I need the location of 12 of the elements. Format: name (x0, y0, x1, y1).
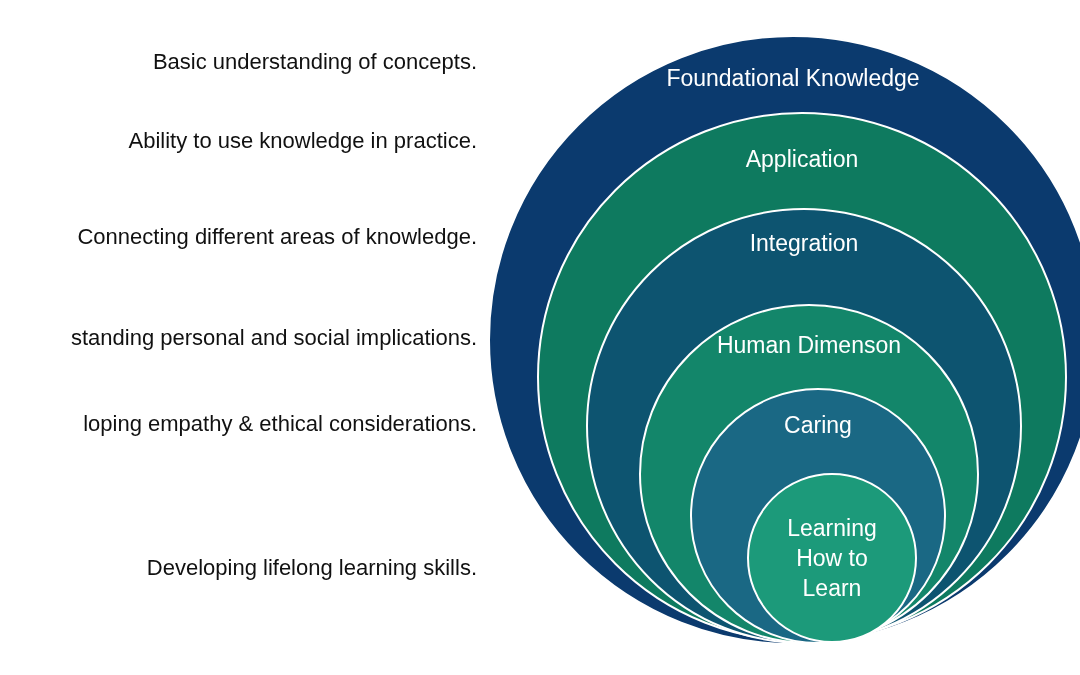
description-text: loping empathy & ethical considerations. (83, 411, 477, 437)
circle-label: Caring (783, 412, 853, 439)
description-text: Developing lifelong learning skills. (146, 555, 477, 581)
circle-label: Foundational Knowledge (665, 65, 921, 92)
description-text: Connecting different areas of knowledge. (77, 224, 477, 250)
circle-label: Human Dimenson (715, 332, 903, 359)
description-text: standing personal and social implications. (71, 325, 477, 351)
description-text: Basic understanding of concepts. (152, 49, 477, 75)
description-text: Ability to use knowledge in practice. (128, 128, 477, 154)
circle-label: Learning How to Learn (786, 514, 878, 603)
circle-label: Integration (748, 230, 860, 257)
circle-label: Application (744, 146, 860, 173)
